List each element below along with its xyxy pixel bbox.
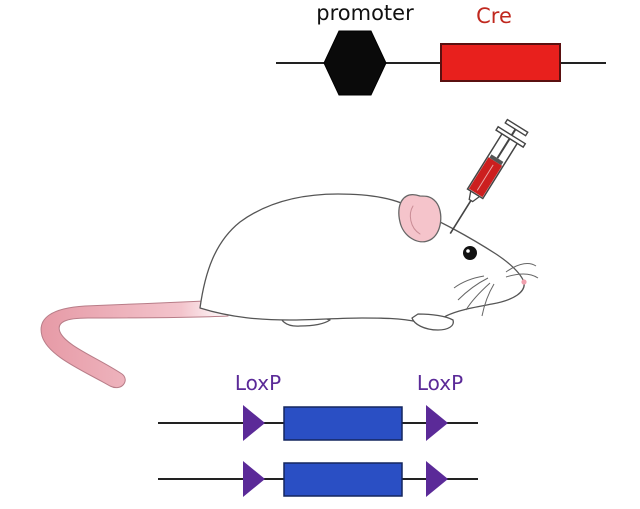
mouse-fore-foot [411,313,454,331]
mouse-eye [463,246,477,260]
loxp-site-right [426,461,448,497]
floxed-gene-box [283,462,403,497]
loxp-right-label: LoxP [417,371,463,395]
syringe-needle [449,198,473,235]
loxp-site-left [243,461,265,497]
floxed-allele-construct: LoxP LoxP [158,371,478,497]
dna-strand-2 [158,461,478,497]
cre-gene-box [440,43,561,82]
mouse-icon [40,193,525,388]
mouse-whiskers [453,263,539,317]
loxp-site-right [426,405,448,441]
floxed-gene-box [283,406,403,441]
mouse-body [199,193,525,324]
promoter-hexagon [323,30,387,96]
syringe-icon [449,118,529,235]
cre-label: Cre [476,4,512,28]
promoter-cre-construct: promoter Cre [276,1,606,96]
mouse-tail [40,299,229,388]
loxp-left-label: LoxP [235,371,281,395]
loxp-site-left [243,405,265,441]
mouse-nose [521,279,527,285]
mouse-ear [398,194,442,243]
dna-strand-1 [158,405,478,441]
promoter-label: promoter [316,1,414,25]
